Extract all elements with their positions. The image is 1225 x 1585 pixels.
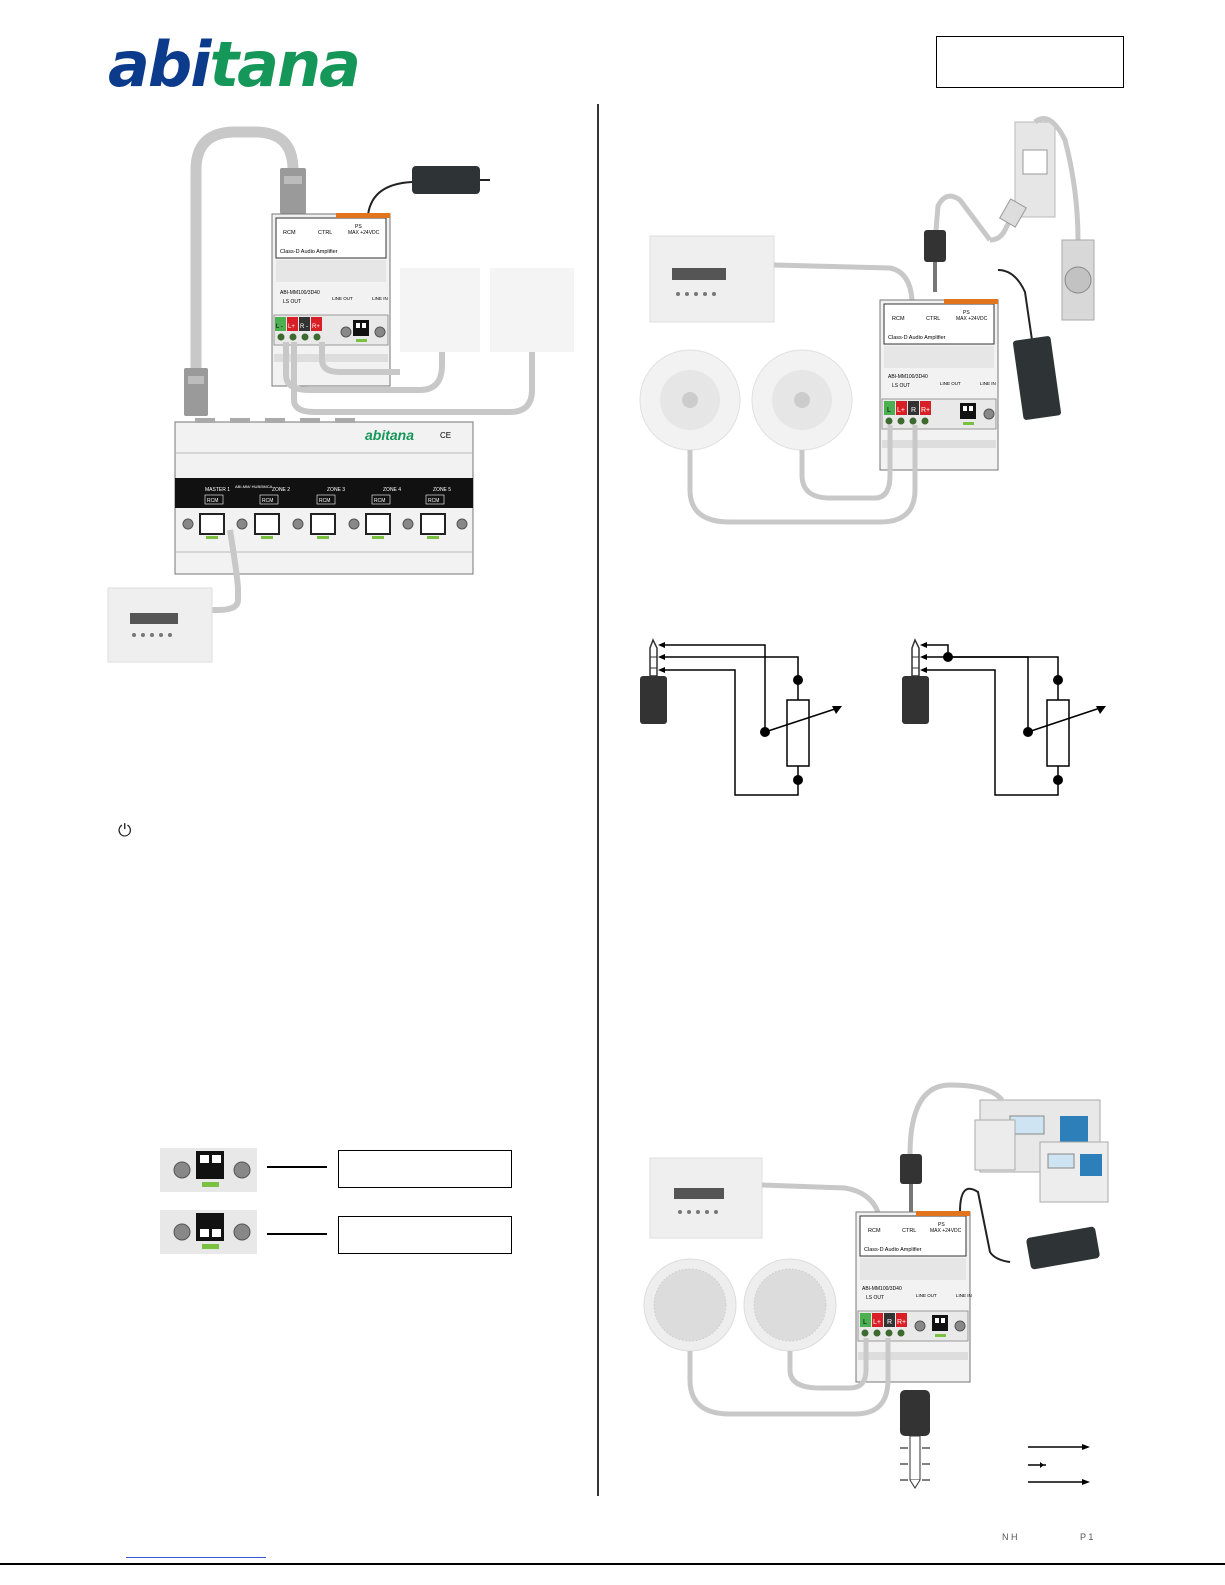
- svg-text:R+: R+: [921, 407, 930, 414]
- amplifier-module: RCM CTRL PS MAX +24VDC Class-D Audio Amp…: [271, 213, 391, 387]
- svg-text:R+: R+: [312, 324, 320, 330]
- power-icon: ⏻: [118, 821, 132, 841]
- svg-text:R -: R -: [300, 324, 308, 330]
- plc-control-wiring-diagram: RCM CTRL PS MAX +24VDC Class-D Audio Amp…: [643, 1082, 1109, 1489]
- svg-text:RCM: RCM: [262, 498, 273, 504]
- svg-text:LINE OUT: LINE OUT: [916, 1293, 937, 1298]
- svg-text:ABI-MM/ HUB/5MCA: ABI-MM/ HUB/5MCA: [235, 484, 273, 489]
- svg-text:R+: R+: [897, 1319, 906, 1326]
- svg-text:LINE OUT: LINE OUT: [940, 381, 961, 386]
- schematic-a: [640, 638, 842, 796]
- svg-text:ABI-MM100/3D40: ABI-MM100/3D40: [862, 1286, 902, 1292]
- footer-left-marks: N H: [1002, 1532, 1018, 1542]
- svg-text:L+: L+: [288, 324, 295, 330]
- page-number-box: [936, 36, 1124, 88]
- svg-text:LS OUT: LS OUT: [866, 1295, 884, 1301]
- volume-control-wiring-diagram: RCM CTRL PS MAX +24VDC Class-D Audio Amp…: [639, 116, 1095, 525]
- svg-text:RCM: RCM: [868, 1228, 881, 1234]
- svg-text:R: R: [911, 407, 916, 414]
- svg-text:RCM: RCM: [319, 498, 330, 504]
- svg-text:ZONE 3: ZONE 3: [327, 487, 345, 493]
- svg-text:ZONE 5: ZONE 5: [433, 487, 451, 493]
- svg-text:L+: L+: [897, 407, 905, 414]
- connector-line-2: [267, 1233, 327, 1235]
- hub-logo: abitana: [365, 427, 414, 443]
- hub-wiring-diagram: RCM CTRL PS MAX +24VDC Class-D Audio Amp…: [107, 126, 574, 663]
- svg-text:L: L: [887, 407, 891, 414]
- svg-text:PS: PS: [938, 1222, 945, 1228]
- connector-line-1: [267, 1166, 327, 1168]
- wall-keypad-left: [107, 587, 213, 663]
- svg-text:L: L: [863, 1319, 867, 1326]
- svg-text:L -: L -: [276, 324, 283, 330]
- abitana-logo: abitana: [108, 28, 361, 101]
- column-divider: [597, 104, 599, 1496]
- svg-text:RCM: RCM: [374, 498, 385, 504]
- hub-module: abitana CE MASTER 1 ABI-MM/ HUB/5MCA ZON…: [174, 418, 474, 575]
- svg-text:ZONE 2: ZONE 2: [272, 487, 290, 493]
- svg-text:RCM: RCM: [428, 498, 439, 504]
- switch-position-illustrations: [160, 1148, 257, 1254]
- amp-max: MAX +24VDC: [348, 230, 380, 236]
- svg-text:RCM: RCM: [892, 316, 905, 322]
- switch-label-box-2: [338, 1216, 512, 1254]
- amp-line-out: LINE OUT: [332, 296, 353, 301]
- switch-label-box-1: [338, 1150, 512, 1188]
- svg-text:LINE IN: LINE IN: [980, 381, 996, 386]
- svg-text:PS: PS: [963, 310, 970, 316]
- svg-text:Class-D Audio Amplifier: Class-D Audio Amplifier: [864, 1247, 922, 1253]
- amp-rcm: RCM: [283, 230, 296, 236]
- footer-right-marks: P 1: [1080, 1532, 1094, 1542]
- svg-text:MASTER 1: MASTER 1: [205, 487, 230, 493]
- amp-title: Class-D Audio Amplifier: [280, 249, 338, 255]
- svg-text:CTRL: CTRL: [926, 316, 940, 322]
- svg-text:ZONE 4: ZONE 4: [383, 487, 401, 493]
- schematic-b: [902, 638, 1106, 796]
- hub-ce: CE: [440, 431, 451, 440]
- svg-text:CTRL: CTRL: [902, 1228, 916, 1234]
- svg-text:ABI-MM100/3D40: ABI-MM100/3D40: [888, 374, 928, 380]
- amp-ls-out: LS OUT: [283, 299, 301, 305]
- svg-text:RCM: RCM: [207, 498, 218, 504]
- footer-rule: [0, 1563, 1225, 1565]
- potentiometer-schematics: [640, 638, 1106, 796]
- amp-ps: PS: [355, 224, 362, 230]
- amp-line-in: LINE IN: [372, 296, 388, 301]
- amp-model: ABI-MM100/3D40: [280, 290, 320, 296]
- svg-text:LINE IN: LINE IN: [956, 1293, 972, 1298]
- svg-text:MAX +24VDC: MAX +24VDC: [930, 1228, 962, 1234]
- svg-text:LS OUT: LS OUT: [892, 383, 910, 389]
- svg-text:R: R: [887, 1319, 892, 1326]
- svg-text:L+: L+: [873, 1319, 881, 1326]
- amp-ctrl: CTRL: [318, 230, 332, 236]
- svg-text:MAX +24VDC: MAX +24VDC: [956, 316, 988, 322]
- footer-link[interactable]: [126, 1557, 266, 1558]
- svg-text:Class-D Audio Amplifier: Class-D Audio Amplifier: [888, 335, 946, 341]
